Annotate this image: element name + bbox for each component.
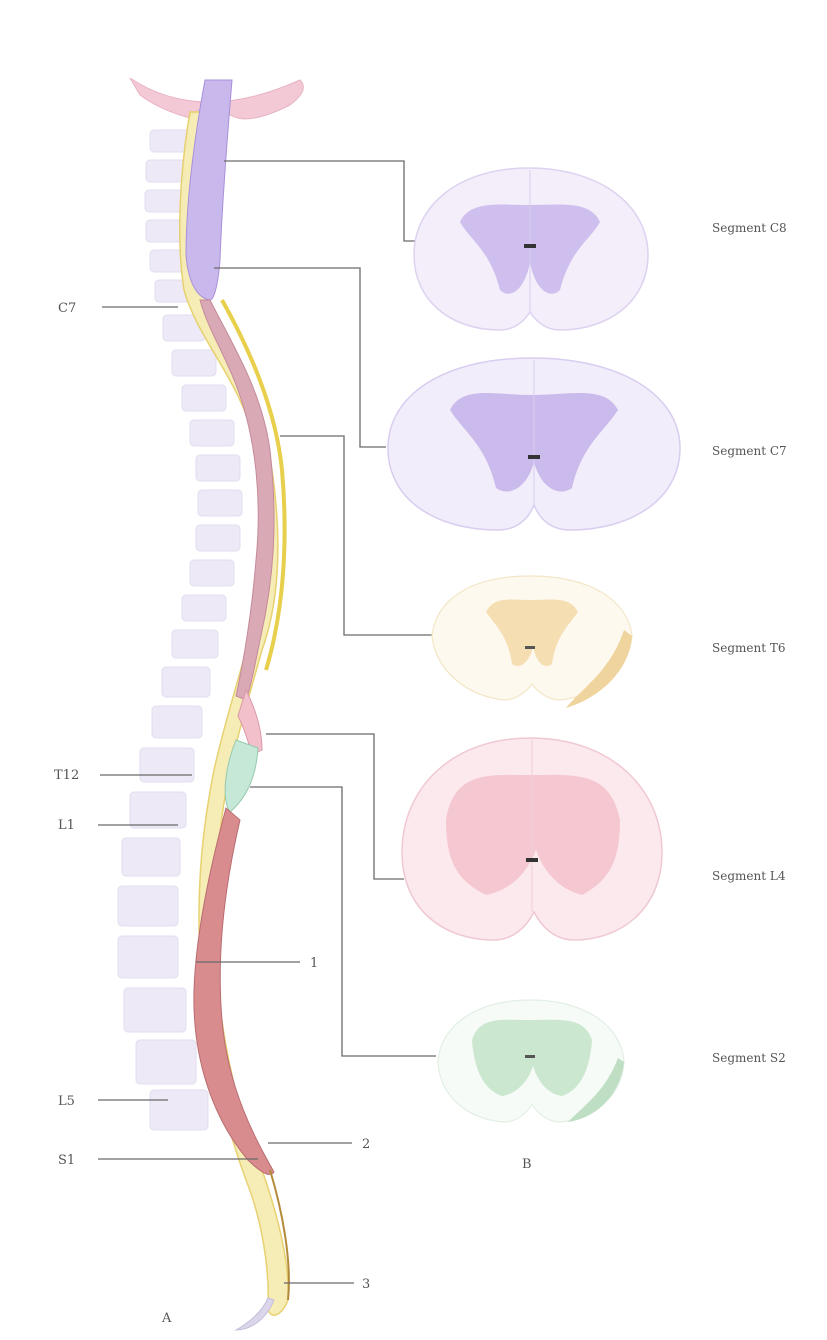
cross-section-s2 [438, 1000, 624, 1122]
panel-label-a: A [161, 1311, 172, 1326]
segment-c8-label: Segment C8 [712, 221, 787, 235]
segment-l4-label: Segment L4 [712, 869, 786, 883]
label-c7: C7 [58, 301, 76, 316]
label-l5: L5 [58, 1094, 75, 1109]
label-3: 3 [362, 1277, 370, 1292]
cross-section-t6 [432, 576, 632, 708]
label-2: 2 [362, 1137, 370, 1152]
cross-section-l4 [402, 738, 662, 940]
segment-c7-label: Segment C7 [712, 444, 787, 458]
label-1: 1 [310, 956, 318, 971]
connector-lines [214, 161, 436, 1056]
label-t12: T12 [54, 768, 79, 783]
coccyx [236, 1298, 274, 1330]
segment-t6-label: Segment T6 [712, 641, 786, 655]
panel-label-b: B [522, 1157, 532, 1172]
cross-section-c7 [388, 358, 680, 530]
segment-s2-label: Segment S2 [712, 1051, 786, 1065]
label-l1: L1 [58, 818, 75, 833]
label-s1: S1 [58, 1153, 75, 1168]
vertebral-bodies [118, 130, 242, 1130]
cross-section-c8 [414, 168, 648, 330]
spinal-column-illustration [118, 78, 303, 1330]
